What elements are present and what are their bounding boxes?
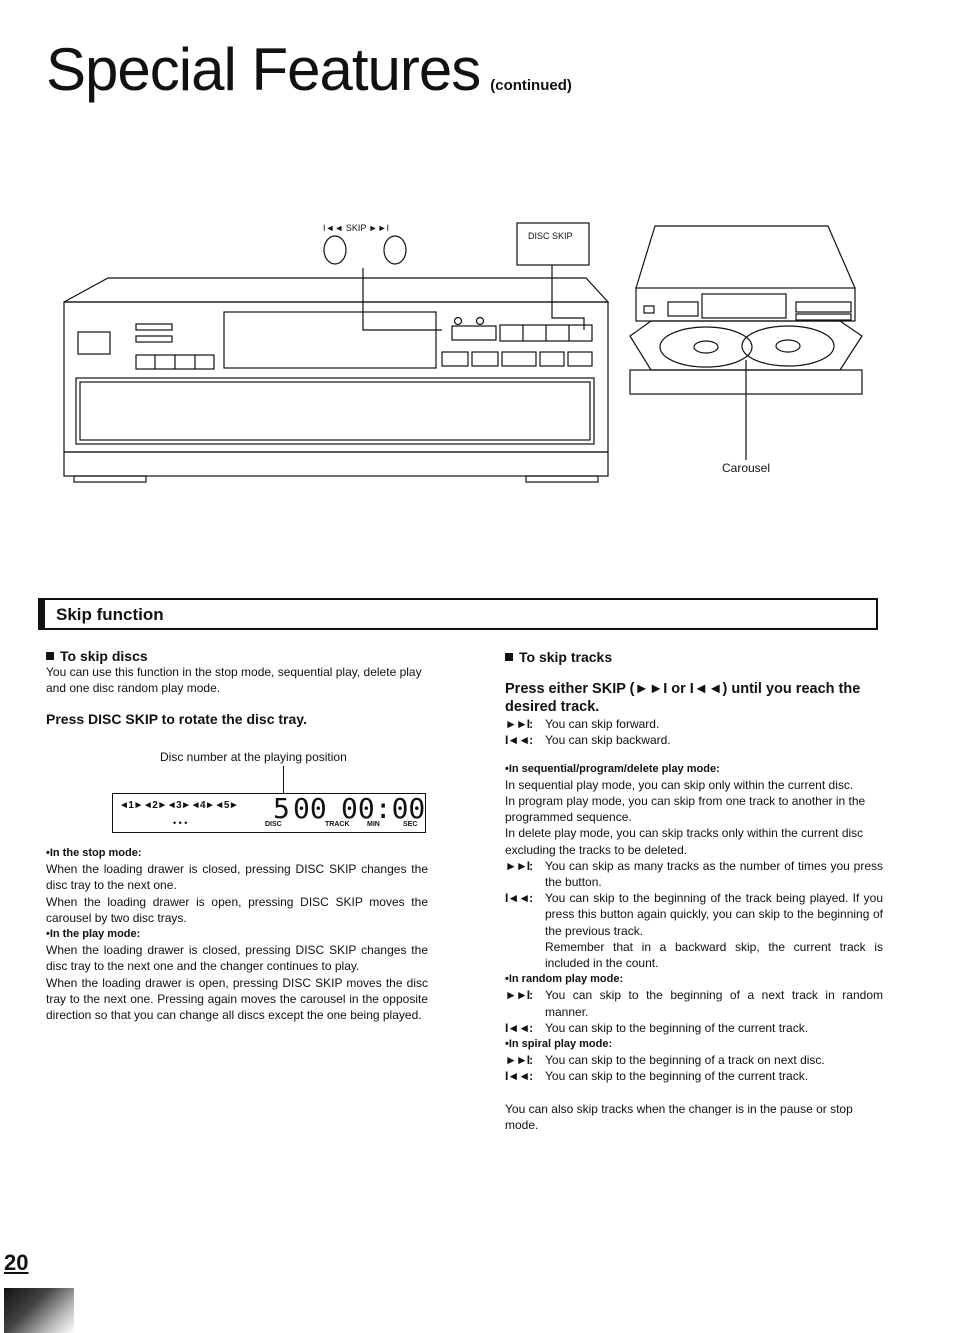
stop-mode-text-1: When the loading drawer is closed, press… — [46, 862, 428, 893]
backward-key: I◄◄: — [505, 733, 533, 748]
disc-skip-callout — [516, 222, 590, 330]
disc-digit: 5 — [273, 792, 290, 825]
seq-text-2: In program play mode, you can skip from … — [505, 794, 866, 825]
footer-note: You can also skip tracks when the change… — [505, 1101, 853, 1132]
display-dots: • • • — [173, 818, 188, 828]
play-mode-text-1: When the loading drawer is closed, press… — [46, 943, 428, 974]
heading-text: To skip tracks — [519, 649, 613, 665]
changer-open-drawer — [629, 225, 863, 460]
display-caption: Disc number at the playing position — [160, 750, 347, 764]
seq-backward-text: You can skip to the beginning of the tra… — [545, 891, 883, 938]
page-title-text: Special Features — [46, 36, 481, 103]
min-label: MIN — [367, 821, 380, 828]
right-column: To skip tracks Press either SKIP (►►I or… — [505, 649, 883, 1133]
skip-instruction: Press either SKIP (►►I or I◄◄) until you… — [505, 681, 861, 716]
left-column-modes: •In the stop mode: When the loading draw… — [46, 845, 428, 1023]
section-bar — [38, 598, 878, 630]
sec-label: SEC — [403, 821, 418, 828]
spiral-forward-item: ►►I: You can skip to the beginning of a t… — [505, 1052, 883, 1068]
seq-forward-item: ►►I: You can skip as many tracks as the n… — [505, 858, 883, 890]
random-forward-key: ►►I: — [505, 988, 533, 1003]
skip-buttons-callout — [323, 235, 442, 331]
seq-backward-body: You can skip to the beginning of the tra… — [545, 890, 883, 971]
disc-skip-label: DISC SKIP — [528, 231, 573, 241]
seq-mode-label: •In sequential/program/delete play mode: — [505, 762, 720, 775]
random-backward-item: I◄◄: You can skip to the beginning of the… — [505, 1020, 883, 1036]
seq-backward-note: Remember that in a backward skip, the cu… — [545, 939, 883, 971]
square-bullet-icon — [505, 653, 513, 661]
to-skip-discs-heading: To skip discs — [46, 648, 428, 664]
spiral-forward-text: You can skip to the beginning of a track… — [545, 1053, 825, 1068]
random-forward-text: You can skip to the beginning of a next … — [545, 988, 883, 1019]
page-title: Special Features(continued) — [46, 40, 572, 100]
page-number: 20 — [4, 1250, 29, 1275]
spiral-backward-key: I◄◄: — [505, 1069, 533, 1084]
intro-text: You can use this function in the stop mo… — [46, 665, 422, 696]
cd-changer-illustration: I◄◄ SKIP ►►I DISC SKIP Carousel — [63, 222, 863, 483]
spiral-forward-key: ►►I: — [505, 1053, 533, 1068]
stop-mode-text-2: When the loading drawer is open, pressin… — [46, 894, 428, 925]
left-column-intro: To skip discs You can use this function … — [46, 648, 428, 727]
section-title: Skip function — [56, 605, 164, 624]
instruction: Press DISC SKIP to rotate the disc tray. — [46, 710, 307, 727]
seq-backward-item: I◄◄: You can skip to the beginning of the… — [505, 890, 883, 971]
disc-indicators: ◄1►◄2►◄3►◄4►◄5► — [119, 800, 239, 811]
random-forward-item: ►►I: You can skip to the beginning of a n… — [505, 987, 883, 1019]
forward-key: ►►I: — [505, 717, 533, 732]
time-digits: 00:00 — [341, 792, 426, 825]
track-label: TRACK — [325, 821, 350, 828]
seq-backward-key: I◄◄: — [505, 891, 533, 906]
backward-text: You can skip backward. — [545, 733, 671, 748]
scan-edge-shadow — [4, 1288, 74, 1333]
random-backward-text: You can skip to the beginning of the cur… — [545, 1020, 809, 1035]
heading-text: To skip discs — [60, 648, 148, 664]
seq-text-3: In delete play mode, you can skip tracks… — [505, 826, 864, 857]
stop-mode-label: •In the stop mode: — [46, 847, 142, 859]
random-mode-label: •In random play mode: — [505, 973, 624, 986]
backward-item: I◄◄: You can skip backward. — [505, 732, 883, 748]
disc-label: DISC — [265, 821, 282, 828]
seq-forward-text: You can skip as many tracks as the numbe… — [545, 858, 883, 890]
forward-text: You can skip forward. — [545, 717, 660, 732]
caption-pointer — [283, 766, 284, 793]
display-panel: ◄1►◄2►◄3►◄4►◄5► • • • 5 00 00:00 DISC TR… — [112, 793, 426, 833]
track-digits: 00 — [293, 792, 327, 825]
seq-text-1: In sequential play mode, you can skip on… — [505, 777, 854, 792]
square-bullet-icon — [46, 652, 54, 660]
seq-forward-key: ►►I: — [505, 858, 533, 873]
spiral-backward-text: You can skip to the beginning of the cur… — [545, 1069, 809, 1084]
skip-label: I◄◄ SKIP ►►I — [323, 223, 389, 233]
play-mode-label: •In the play mode: — [46, 928, 141, 941]
random-backward-key: I◄◄: — [505, 1020, 533, 1035]
to-skip-tracks-heading: To skip tracks — [505, 649, 883, 665]
spiral-backward-item: I◄◄: You can skip to the beginning of the… — [505, 1068, 883, 1084]
play-mode-text-2: When the loading drawer is open, pressin… — [46, 975, 428, 1023]
continued-label: (continued) — [490, 77, 572, 94]
spiral-mode-label: •In spiral play mode: — [505, 1038, 613, 1051]
carousel-label: Carousel — [722, 461, 770, 475]
forward-item: ►►I: You can skip forward. — [505, 716, 883, 732]
changer-front-panel — [63, 277, 610, 483]
